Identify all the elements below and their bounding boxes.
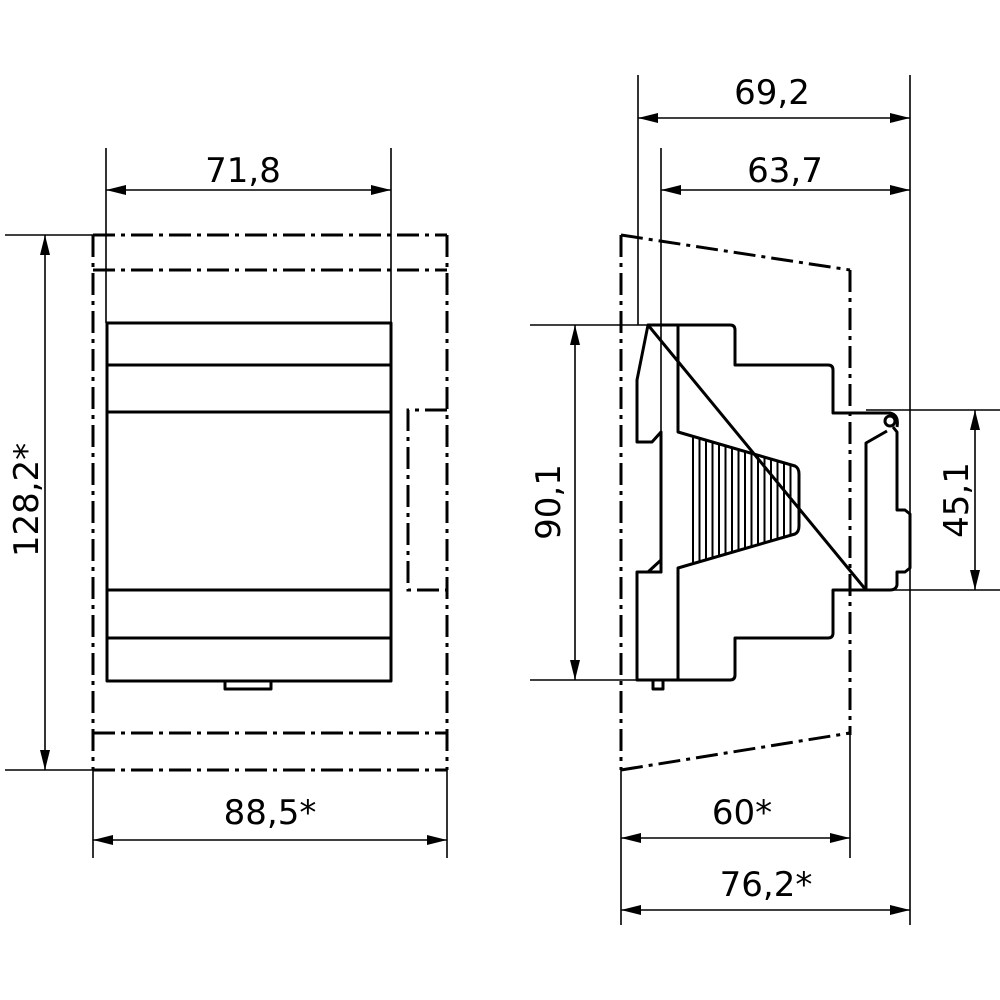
dimension-height-overall: 128,2*	[5, 234, 93, 771]
dimension-label: 76,2*	[720, 865, 813, 905]
dimension-label: 71,8	[205, 151, 281, 191]
rail-clip-tab	[223, 679, 273, 691]
clip-hole	[883, 414, 897, 428]
cover-outline-side	[619, 233, 852, 772]
dimension-label: 128,2*	[7, 443, 47, 557]
dimension-depth-cover: 60*	[620, 735, 851, 925]
dimension-width-overall: 88,5*	[92, 770, 448, 858]
front-view: 71,8 128,2* 88,5*	[5, 148, 449, 858]
dimension-rail-height: 45,1	[866, 409, 1000, 591]
dimension-label: 90,1	[529, 464, 569, 540]
device-body-front	[105, 321, 393, 691]
dimension-label: 88,5*	[224, 793, 317, 833]
dimension-depth-body: 63,7	[660, 148, 910, 432]
dimension-depth-cover-overall: 76,2*	[621, 865, 910, 915]
dimension-label: 45,1	[937, 462, 977, 538]
cooling-fins	[692, 436, 792, 564]
dimension-label: 63,7	[747, 151, 823, 191]
dimension-label: 60*	[712, 793, 772, 833]
device-profile	[635, 323, 912, 691]
dimension-depth-overall: 69,2	[637, 73, 911, 925]
side-view: 69,2 63,7 90,1 45,1 60*	[529, 73, 1000, 925]
dimension-width-body: 71,8	[105, 148, 392, 323]
dimension-height-body: 90,1	[529, 324, 648, 681]
cover-outline	[91, 233, 449, 772]
rail-clip	[864, 426, 912, 592]
dimension-label: 69,2	[734, 73, 810, 113]
